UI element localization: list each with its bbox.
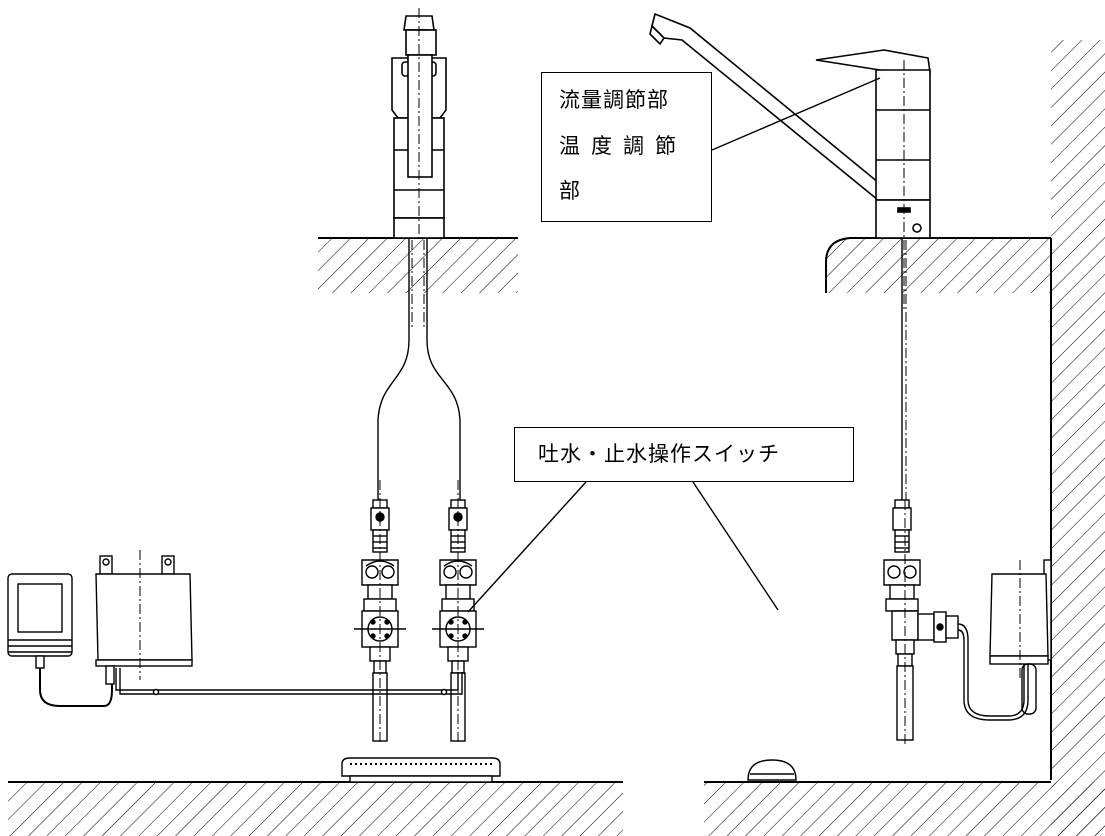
floor-sensor-left (341, 757, 501, 783)
right-wall (1050, 40, 1105, 836)
valve-assembly-right (883, 499, 959, 745)
temp-flow-control-label: 流量調節部 温度調節 部 (541, 72, 712, 222)
cable-left (115, 668, 463, 696)
right-floor (704, 781, 1105, 836)
label-line-temp: 温度調節 (559, 134, 687, 158)
leader-lines (467, 77, 881, 613)
control-box-left (95, 550, 193, 685)
right-hose (901, 238, 907, 500)
right-faucet (649, 12, 931, 310)
floor-sensor-right (747, 759, 797, 781)
switch-label: 吐水・止水操作スイッチ (514, 427, 854, 482)
label-line-part: 部 (559, 179, 580, 203)
left-floor (8, 781, 623, 836)
valve-assembly-left-2 (432, 480, 484, 745)
left-faucet (391, 8, 447, 240)
switch-label-text: 吐水・止水操作スイッチ (538, 442, 780, 466)
power-adapter (7, 573, 113, 707)
left-countertop (318, 237, 518, 293)
control-box-right (989, 559, 1052, 680)
label-line-flow: 流量調節部 (559, 88, 669, 112)
right-countertop (825, 237, 1051, 293)
valve-assembly-left-1 (354, 480, 406, 745)
cable-right (957, 623, 1037, 721)
left-hoses (377, 238, 461, 500)
